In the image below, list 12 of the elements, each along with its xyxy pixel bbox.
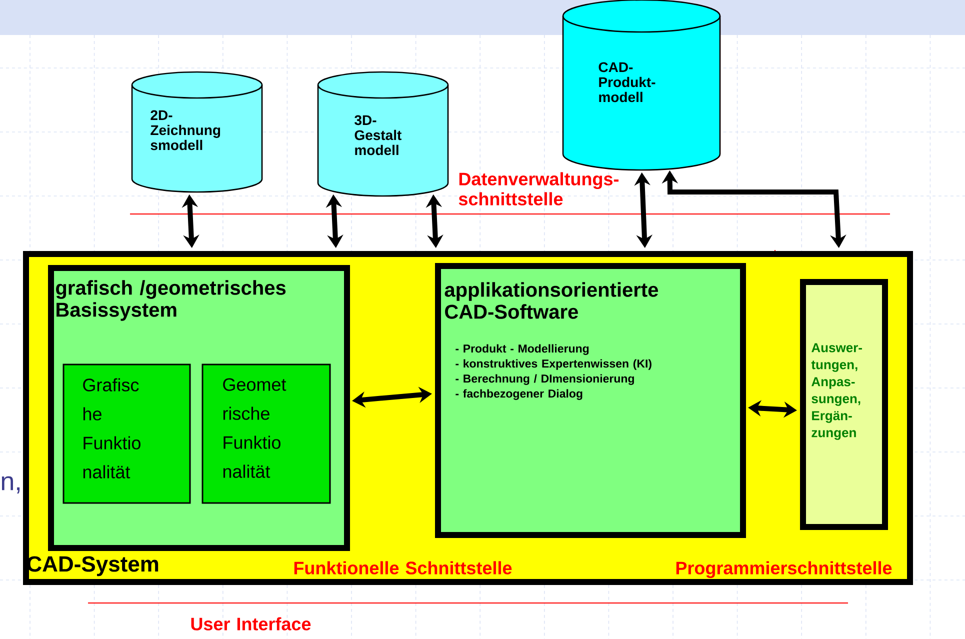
database-cylinder: CAD- Produkt- modell [562,0,721,171]
function-box: Geomet rische Funktio nalität [202,364,331,504]
interface-label: Programmierschnittstelle [676,561,892,578]
text-fragment: n, [2,476,20,494]
interface-label: Funktionelle Schnittstelle [294,561,512,574]
interface-label: User Interface [191,617,311,630]
interface-label: Datenverwaltungs- schnittstelle [458,172,619,206]
extension-box: Auswer- tungen, Anpas- sungen, Ergän- zungen [800,279,888,530]
database-cylinder: 2D- Zeichnung smodell [131,71,263,193]
database-cylinder: 3D- Gestalt modell [317,71,449,197]
module-box: applikationsorientierte CAD-Software - Produkt - Modellierung - konstruktives Expertenwissen (KI) - Berechnung / DImensionierung - fachbezogener Dialog [435,263,746,538]
function-box: Grafisc he Funktio nalität [62,364,191,504]
